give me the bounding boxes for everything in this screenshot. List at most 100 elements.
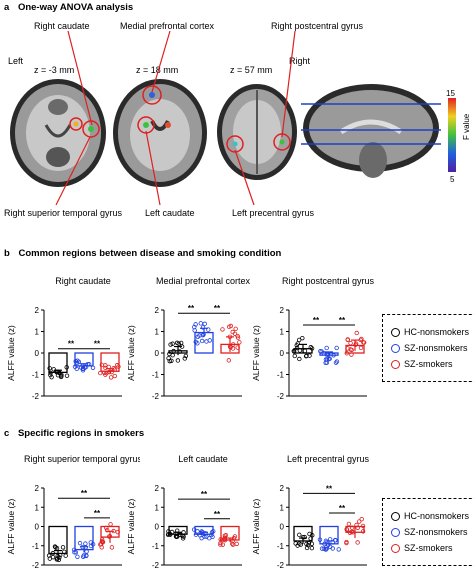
data-point xyxy=(307,531,312,537)
significance-label: ** xyxy=(81,489,88,498)
data-point xyxy=(360,523,366,529)
data-point xyxy=(317,537,323,542)
data-point xyxy=(292,353,297,359)
data-point xyxy=(309,545,315,551)
significance-label: ** xyxy=(326,484,333,493)
annot-left-precentral: Left precentral gyrus xyxy=(232,208,315,218)
data-point xyxy=(209,530,215,535)
y-tick-label: 0 xyxy=(35,523,40,532)
y-tick-label: -2 xyxy=(152,561,160,570)
data-point xyxy=(232,331,238,336)
data-point xyxy=(321,350,326,356)
data-point xyxy=(99,362,105,368)
y-tick-label: 2 xyxy=(280,484,285,493)
data-point xyxy=(100,539,105,545)
chart-title: Right superior temporal gyrus xyxy=(24,454,140,464)
data-point xyxy=(171,348,176,354)
legend-b: HC-nonsmokers SZ-nonsmokers SZ-smokers xyxy=(382,314,474,382)
data-point xyxy=(108,375,114,380)
annotation-lines xyxy=(55,30,296,206)
data-point xyxy=(230,542,236,547)
data-point xyxy=(297,532,302,538)
significance-label: ** xyxy=(214,304,221,313)
data-point xyxy=(50,550,56,556)
y-tick-label: 1 xyxy=(280,503,285,512)
data-point xyxy=(84,549,89,554)
y-tick-label: 0 xyxy=(280,523,285,532)
significance-label: ** xyxy=(94,340,101,349)
significance-label: ** xyxy=(214,510,221,519)
data-point xyxy=(192,328,197,333)
y-axis-label: ALFF value (z) xyxy=(251,325,261,381)
data-point xyxy=(63,553,68,558)
data-point xyxy=(291,348,296,354)
data-point xyxy=(344,351,350,356)
significance-label: ** xyxy=(339,316,346,325)
legend-label: HC-nonsmokers xyxy=(404,511,470,521)
y-tick-label: 2 xyxy=(35,306,40,315)
data-point xyxy=(226,358,232,363)
data-point xyxy=(104,527,110,533)
y-tick-label: 1 xyxy=(35,328,40,337)
panel-a-title: One-way ANOVA analysis xyxy=(17,2,134,13)
y-tick-label: -1 xyxy=(152,371,160,380)
legend-label: HC-nonsmokers xyxy=(404,327,470,337)
y-tick-label: -1 xyxy=(152,542,160,551)
data-point xyxy=(346,521,352,527)
significance-label: ** xyxy=(313,316,320,325)
data-point xyxy=(62,549,67,555)
y-tick-label: 0 xyxy=(155,349,160,358)
data-point xyxy=(237,340,242,345)
data-point xyxy=(180,536,186,541)
data-point xyxy=(193,532,199,537)
data-point xyxy=(222,538,228,543)
data-point xyxy=(233,326,238,331)
data-point xyxy=(220,327,225,332)
data-point xyxy=(331,353,336,358)
data-point xyxy=(231,342,236,347)
legend-marker xyxy=(391,327,400,337)
significance-label: ** xyxy=(201,490,208,499)
panel-a-header: a One-way ANOVA analysis xyxy=(4,2,133,13)
data-point xyxy=(173,534,179,539)
data-point xyxy=(64,365,69,370)
legend-label: SZ-smokers xyxy=(404,543,453,553)
data-point xyxy=(344,540,349,546)
data-point xyxy=(176,341,181,346)
y-tick-label: 2 xyxy=(155,484,160,493)
chart-title: Medial prefrontal cortex xyxy=(156,276,251,286)
annot-right-postcentral: Right postcentral gyrus xyxy=(271,21,364,31)
data-point xyxy=(168,342,173,347)
data-point xyxy=(169,358,174,363)
panel-c-header: c Specific regions in smokers xyxy=(4,428,144,439)
data-point xyxy=(83,541,88,546)
colorbar-max: 15 xyxy=(446,89,455,98)
data-point xyxy=(47,366,52,371)
legend-label: SZ-nonsmokers xyxy=(404,343,468,353)
significance-label: ** xyxy=(68,340,75,349)
data-point xyxy=(302,348,308,354)
data-point xyxy=(46,553,52,558)
y-tick-label: -2 xyxy=(152,392,160,401)
data-point xyxy=(348,340,353,346)
data-point xyxy=(357,519,362,524)
data-point xyxy=(302,534,307,540)
data-point xyxy=(202,321,207,327)
data-point xyxy=(191,527,197,532)
data-point xyxy=(60,545,66,550)
data-point xyxy=(109,545,115,550)
chart-title: Right postcentral gyrus xyxy=(282,276,375,286)
y-axis-label: ALFF value (z) xyxy=(6,498,16,554)
data-point xyxy=(108,522,113,527)
data-point xyxy=(345,337,350,343)
brain-slice-axial-2 xyxy=(113,79,207,187)
chart-title: Right caudate xyxy=(55,276,111,286)
legend-item: HC-nonsmokers xyxy=(391,511,473,521)
data-point xyxy=(72,550,77,555)
z-label-2: z = 18 mm xyxy=(136,65,179,75)
significance-label: ** xyxy=(94,509,101,518)
y-tick-label: -2 xyxy=(277,561,285,570)
data-point xyxy=(76,359,82,364)
